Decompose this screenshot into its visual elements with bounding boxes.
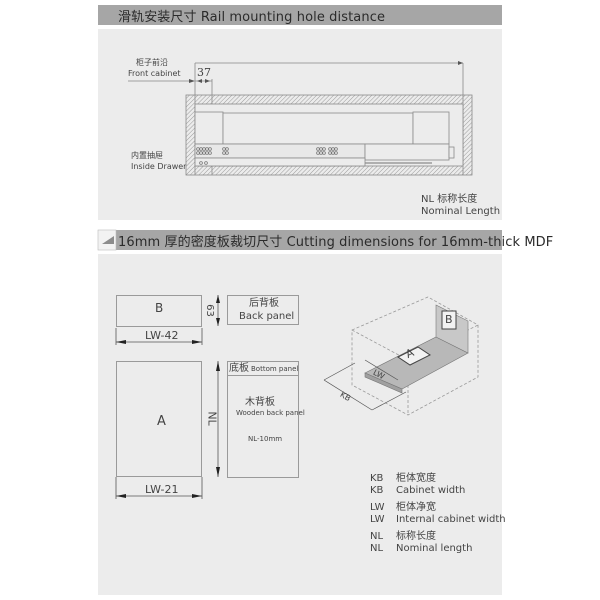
panel-b-rect bbox=[116, 295, 202, 327]
section-header-cutting-dimensions: 16mm 厚的密度板裁切尺寸 Cutting dimensions for 16… bbox=[97, 229, 553, 251]
back-panel-caption-box bbox=[227, 295, 299, 325]
back-panel-cn: 后背板 bbox=[249, 298, 279, 309]
rail-mounting-drawing bbox=[128, 61, 473, 176]
panel-a-width-dim: LW-21 bbox=[145, 483, 179, 496]
section-header-text: 滑轨安装尺寸 Rail mounting hole distance bbox=[118, 10, 386, 25]
panel-b-bottom-strip bbox=[116, 326, 202, 327]
section-header-rail-mounting: 滑轨安装尺寸 Rail mounting hole distance bbox=[98, 5, 502, 25]
front-cabinet-label-en: Front cabinet bbox=[128, 69, 181, 78]
nl-label-en: Nominal Length bbox=[421, 206, 501, 217]
section-header-text: 16mm 厚的密度板裁切尺寸 Cutting dimensions for 16… bbox=[118, 235, 554, 250]
header-corner-icon bbox=[97, 229, 117, 251]
panel-a-rect bbox=[116, 361, 202, 477]
back-panel-en: Back panel bbox=[239, 311, 295, 322]
wooden-back-panel-en: Wooden back panel bbox=[236, 409, 305, 417]
panel-b-label: B bbox=[155, 301, 164, 315]
front-cabinet-label-cn: 柜子前沿 bbox=[136, 58, 168, 67]
bottom-panel-caption-divider bbox=[227, 375, 299, 376]
inside-drawer-label-cn: 内置抽屉 bbox=[131, 151, 163, 160]
wooden-back-panel-dim: NL-10mm bbox=[248, 435, 283, 443]
bottom-panel-cn: 底板 bbox=[229, 363, 249, 374]
isometric-drawer-illustration bbox=[323, 296, 479, 416]
inside-drawer-label-en: Inside Drawer bbox=[131, 162, 187, 171]
wooden-back-panel-cn: 木背板 bbox=[245, 397, 275, 408]
iso-b-label: B bbox=[445, 313, 453, 326]
dimension-37: 37 bbox=[197, 66, 211, 79]
nl-label-cn: NL 标称长度 bbox=[421, 194, 478, 205]
bottom-panel-en: Bottom panel bbox=[251, 365, 299, 373]
bottom-panel-caption-box bbox=[227, 361, 299, 478]
panel-a-label: A bbox=[157, 414, 166, 429]
panel-b-width-dim: LW-42 bbox=[145, 329, 179, 342]
